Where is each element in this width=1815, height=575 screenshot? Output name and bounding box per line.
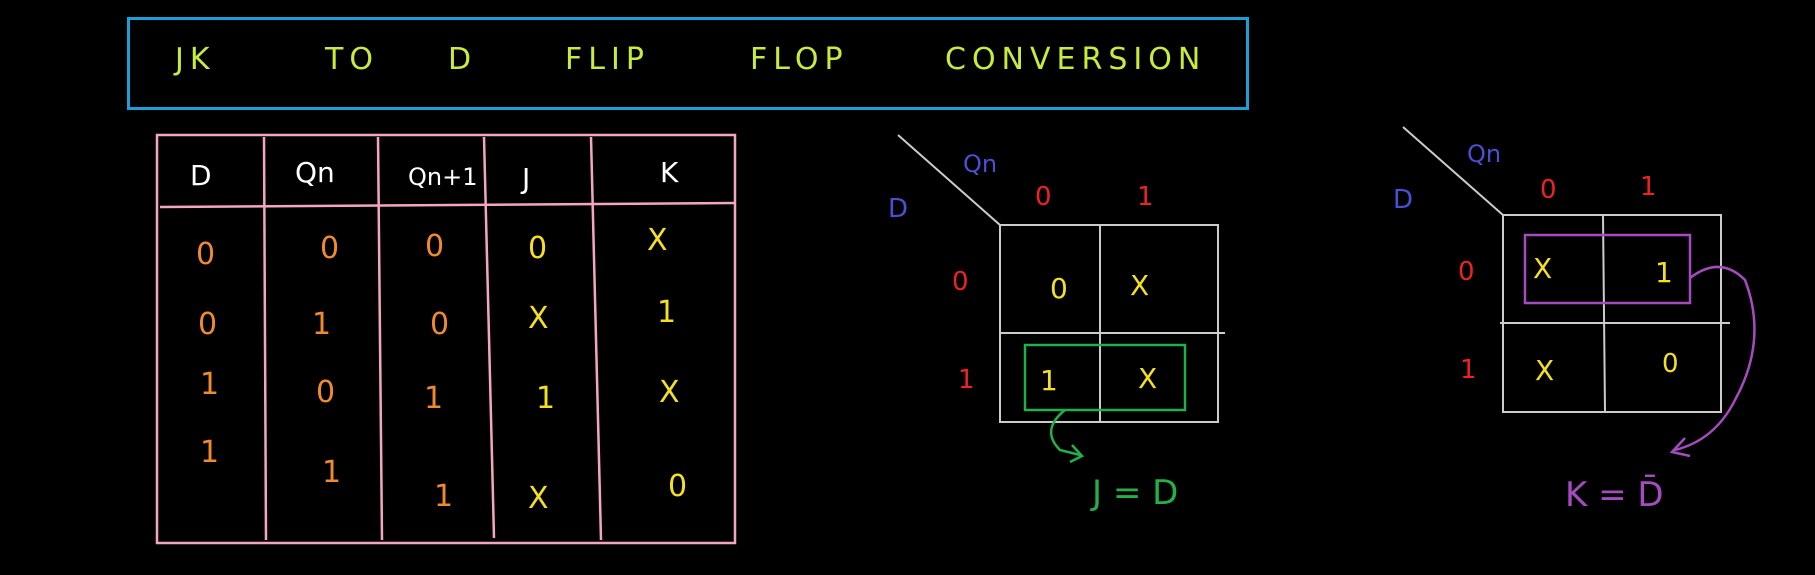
kmap-col-label: 1 xyxy=(1137,182,1154,212)
kmap-diagonal xyxy=(1402,126,1504,216)
title-word-flip: FLIP xyxy=(565,42,650,77)
kmap-group-loop xyxy=(1523,233,1692,305)
kmap-cell: X xyxy=(1535,354,1554,387)
kmap-cell: X xyxy=(1130,269,1149,302)
table-cell: 1 xyxy=(657,295,676,330)
kmap-group-loop xyxy=(1023,343,1187,412)
kmap-col-var: Qn xyxy=(963,150,997,178)
table-cell: 1 xyxy=(200,435,219,470)
kmap-cell: 0 xyxy=(1662,349,1679,379)
table-cell: 0 xyxy=(425,229,444,264)
kmap-grid xyxy=(1502,214,1722,413)
truth-table-header-j: J xyxy=(520,162,530,195)
truth-table xyxy=(155,133,737,545)
arrow-icon xyxy=(1674,265,1756,452)
truth-table-body: 0 0 0 0 X 0 1 0 X 1 1 0 1 1 X 1 1 1 X 0 xyxy=(196,223,687,516)
kmap-cell: X xyxy=(1533,252,1552,285)
kmap-j: Qn D 0 1 0 1 0 X 1 X J = D xyxy=(888,134,1225,513)
truth-table-header-qn: Qn xyxy=(295,156,335,189)
kmap-row-var: D xyxy=(888,194,908,224)
kmap-cell: 0 xyxy=(1050,272,1068,305)
kmap-col-label: 0 xyxy=(1035,182,1052,212)
table-cell: 0 xyxy=(198,307,217,342)
truth-table-col-divider xyxy=(589,136,603,541)
table-cell: 1 xyxy=(322,455,341,490)
title-word-jk: JK xyxy=(175,42,216,77)
table-cell: 0 xyxy=(430,307,449,342)
table-cell: X xyxy=(647,223,668,258)
truth-table-header-qn1: Qn+1 xyxy=(408,163,477,191)
table-cell: 1 xyxy=(200,367,219,402)
kmap-cell: 1 xyxy=(1040,364,1058,397)
table-cell: X xyxy=(528,301,549,336)
table-cell: 1 xyxy=(536,381,555,416)
table-cell: X xyxy=(528,481,549,516)
kmap-row-label: 1 xyxy=(1460,355,1477,385)
table-cell: 0 xyxy=(316,375,335,410)
truth-table-header-divider xyxy=(159,201,736,209)
table-cell: 1 xyxy=(434,479,453,514)
title-word-to: TO xyxy=(325,42,379,77)
truth-table-border xyxy=(155,133,737,545)
truth-table-col-divider xyxy=(482,136,496,539)
truth-table-col-divider xyxy=(262,136,268,541)
arrowhead-icon xyxy=(1069,444,1085,464)
table-cell: 0 xyxy=(668,469,687,504)
truth-table-header-d: D xyxy=(190,159,212,192)
kmap-col-label: 0 xyxy=(1540,175,1557,205)
title-word-conversion: CONVERSION xyxy=(945,42,1207,77)
kmap-row-label: 1 xyxy=(958,365,975,395)
table-cell: 0 xyxy=(196,237,215,272)
kmap-result: J = D xyxy=(1090,473,1178,513)
kmap-col-var: Qn xyxy=(1467,140,1501,168)
kmap-diagonal xyxy=(897,134,1001,226)
kmap-col-label: 1 xyxy=(1640,172,1657,202)
title-word-d: D xyxy=(448,42,478,77)
table-cell: 0 xyxy=(320,231,339,266)
table-cell: 0 xyxy=(528,231,547,266)
kmap-grid xyxy=(999,224,1219,423)
kmap-cell: 1 xyxy=(1655,256,1673,289)
title-word-flop: FLOP xyxy=(750,42,849,77)
truth-table-header-k: K xyxy=(660,156,679,189)
truth-table-col-divider xyxy=(376,136,384,541)
title-banner: JK TO D FLIP FLOP CONVERSION xyxy=(127,17,1249,110)
kmap-cell: X xyxy=(1138,362,1157,395)
table-cell: 1 xyxy=(312,307,331,342)
kmap-row-var: D xyxy=(1393,185,1413,215)
table-cell: 1 xyxy=(424,381,443,416)
arrow-icon xyxy=(1050,409,1081,457)
kmap-result: K = D̄ xyxy=(1565,474,1664,515)
kmap-row-label: 0 xyxy=(952,267,969,297)
arrowhead-icon xyxy=(1669,437,1691,458)
kmap-k: Qn D 0 1 0 1 X 1 X 0 K = D̄ xyxy=(1393,126,1756,515)
kmap-grid-line xyxy=(1602,214,1606,413)
table-cell: X xyxy=(659,375,680,410)
kmap-row-label: 0 xyxy=(1458,257,1475,287)
